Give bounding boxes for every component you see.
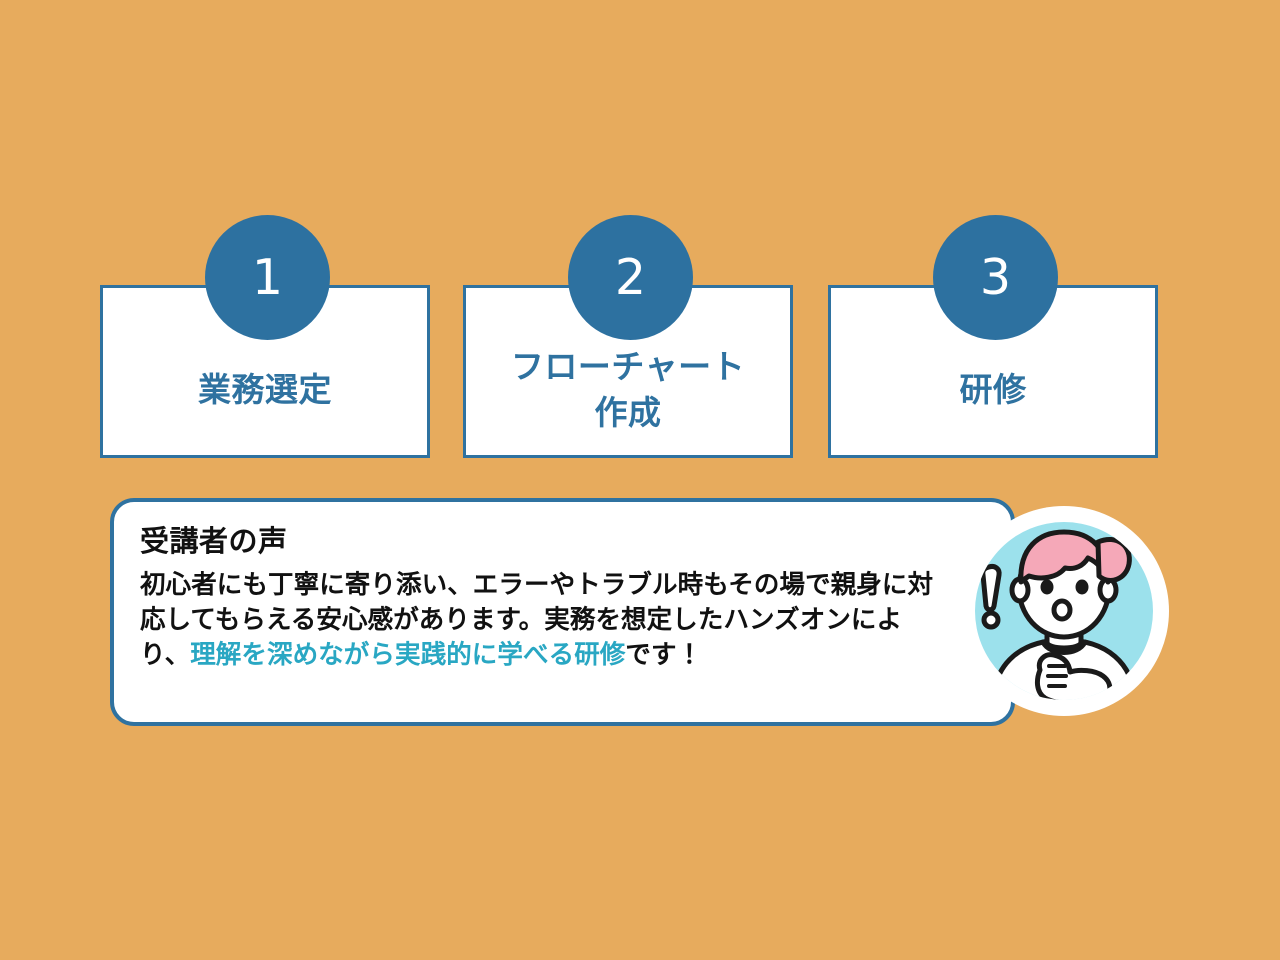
testimonial-body-highlight: 理解を深めながら実践的に学べる研修 (190, 641, 626, 670)
testimonial-content: 受講者の声 初心者にも丁寧に寄り添い、エラーやトラブル時もその場で親身に対応して… (114, 502, 1011, 674)
testimonial-body-part2: です！ (625, 641, 703, 670)
testimonial-title: 受講者の声 (140, 526, 288, 558)
testimonial-box: 受講者の声 初心者にも丁寧に寄り添い、エラーやトラブル時もその場で親身に対応して… (110, 498, 1015, 726)
steps-row: 1 業務選定 2 フローチャート 作成 3 研修 (100, 215, 1160, 460)
surprised-person-icon (957, 490, 1171, 733)
step-label-3: 研修 (959, 370, 1027, 408)
step-badge-1: 1 (205, 215, 330, 340)
step-card-3[interactable]: 3 研修 (828, 215, 1158, 458)
step-badge-2: 2 (568, 215, 693, 340)
step-card-1[interactable]: 1 業務選定 (100, 215, 430, 458)
step-label-2: フローチャート 作成 (510, 347, 746, 431)
step-label-1: 業務選定 (198, 370, 332, 408)
testimonial-body: 初心者にも丁寧に寄り添い、エラーやトラブル時もその場で親身に対応してもらえる安心… (140, 568, 945, 674)
step-card-2[interactable]: 2 フローチャート 作成 (463, 215, 793, 458)
testimonial-body-part1: 初心者にも丁寧に寄り添い、エラーやトラブル時もその場で親身に対応してもらえる安心… (140, 571, 934, 670)
step-badge-3: 3 (933, 215, 1058, 340)
